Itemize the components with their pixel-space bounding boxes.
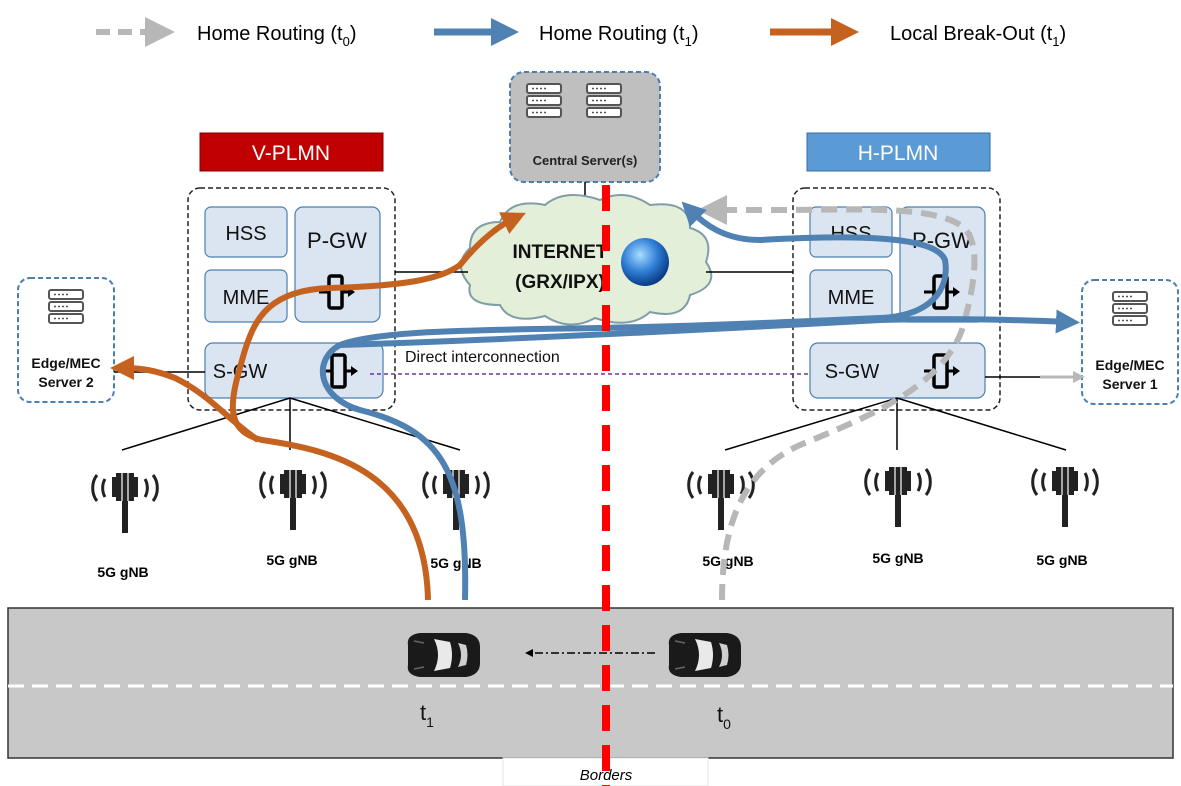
server-icon bbox=[48, 289, 84, 324]
legend-home-routing-t0-label: Home Routing (t0) bbox=[197, 23, 357, 49]
hplmn-mme-label: MME bbox=[828, 287, 875, 309]
hplmn-title-box bbox=[806, 132, 991, 172]
legend-local-breakout-t1-label: Local Break-Out (t1) bbox=[890, 23, 1066, 49]
gnb-v2: 5G gNB bbox=[259, 466, 327, 568]
gnb-v1: 5G gNB bbox=[91, 469, 159, 580]
gnb-label: 5G gNB bbox=[1036, 552, 1087, 568]
edge-server-2-sublabel: Server 2 bbox=[38, 374, 93, 390]
legend-home-routing-t1: Home Routing (t1) bbox=[434, 18, 699, 49]
server-icon bbox=[526, 83, 562, 118]
route-local-breakout-to-edge2 bbox=[110, 356, 260, 443]
route-local-breakout-to-central bbox=[229, 212, 526, 601]
hplmn-pgw-label: P-GW bbox=[912, 228, 972, 253]
vplmn: V-PLMN HSS MME P-GW S-GW bbox=[187, 132, 396, 411]
route-home-routing-t1-to-central bbox=[320, 201, 949, 601]
vplmn-hss-label: HSS bbox=[225, 223, 266, 245]
edge-server-2-label: Edge/MEC bbox=[31, 355, 100, 371]
hplmn-title: H-PLMN bbox=[858, 142, 939, 165]
vplmn-title-box bbox=[199, 132, 384, 172]
car-icon-t1 bbox=[407, 632, 481, 678]
server-icon bbox=[1112, 291, 1148, 326]
gnb-label: 5G gNB bbox=[702, 553, 753, 569]
car-t0-label: t0 bbox=[717, 702, 731, 732]
hplmn: H-PLMN HSS MME P-GW S-GW bbox=[792, 132, 1001, 411]
edge-server-1-label: Edge/MEC bbox=[1095, 357, 1164, 373]
legend-home-routing-t1-label: Home Routing (t1) bbox=[539, 23, 699, 49]
gnb-label: 5G gNB bbox=[266, 552, 317, 568]
car-icon-t0 bbox=[668, 632, 742, 678]
legend-home-routing-t0: Home Routing (t0) bbox=[96, 17, 357, 49]
vplmn-gnb-links bbox=[121, 397, 461, 451]
internet-cloud: INTERNET (GRX/IPX) bbox=[460, 194, 713, 326]
legend: Home Routing (t0) Home Routing (t1) Loca… bbox=[96, 17, 1066, 49]
internet-sublabel: (GRX/IPX) bbox=[515, 272, 605, 293]
vplmn-pgw bbox=[294, 206, 381, 323]
vplmn-hss bbox=[204, 206, 288, 258]
central-server: Central Server(s) bbox=[509, 71, 661, 183]
antenna-icon bbox=[259, 466, 327, 532]
car-t1-label: t1 bbox=[420, 700, 434, 730]
vplmn-mme-label: MME bbox=[223, 287, 270, 309]
edge-server-1: Edge/MEC Server 1 bbox=[1081, 279, 1179, 405]
gnb-label: 5G gNB bbox=[872, 550, 923, 566]
route-home-routing-t1-to-edge1 bbox=[339, 309, 1080, 348]
gnb-label: 5G gNB bbox=[97, 564, 148, 580]
gnb-h2: 5G gNB bbox=[864, 463, 932, 566]
borders-label: Borders bbox=[580, 767, 633, 784]
internet-label: INTERNET bbox=[513, 242, 608, 263]
globe-icon bbox=[621, 238, 669, 286]
route-home-routing-t0 bbox=[697, 195, 978, 601]
gnb-label: 5G gNB bbox=[430, 555, 481, 571]
hplmn-core-box bbox=[792, 187, 1001, 411]
gnb-h3: 5G gNB bbox=[1031, 463, 1099, 568]
antenna-icon bbox=[864, 463, 932, 529]
edge-server-2: Edge/MEC Server 2 bbox=[17, 277, 115, 403]
hplmn-gnb-links bbox=[724, 397, 1067, 451]
server-icon bbox=[586, 83, 622, 118]
antenna-icon bbox=[91, 469, 159, 535]
antenna-icon bbox=[1031, 463, 1099, 529]
edge-server-1-sublabel: Server 1 bbox=[1102, 376, 1157, 392]
direct-interconnection-label: Direct interconnection bbox=[405, 349, 560, 366]
legend-local-breakout-t1: Local Break-Out (t1) bbox=[770, 18, 1066, 49]
gnb-h1: 5G gNB bbox=[687, 466, 755, 569]
gnb-v3: 5G gNB bbox=[422, 466, 490, 571]
road bbox=[7, 607, 1174, 759]
hplmn-sgw-label: S-GW bbox=[825, 361, 880, 383]
central-server-label: Central Server(s) bbox=[533, 153, 638, 168]
hplmn-hss-label: HSS bbox=[830, 223, 871, 245]
vplmn-core-box bbox=[187, 187, 396, 411]
vplmn-pgw-label: P-GW bbox=[307, 228, 367, 253]
vplmn-title: V-PLMN bbox=[252, 142, 330, 165]
